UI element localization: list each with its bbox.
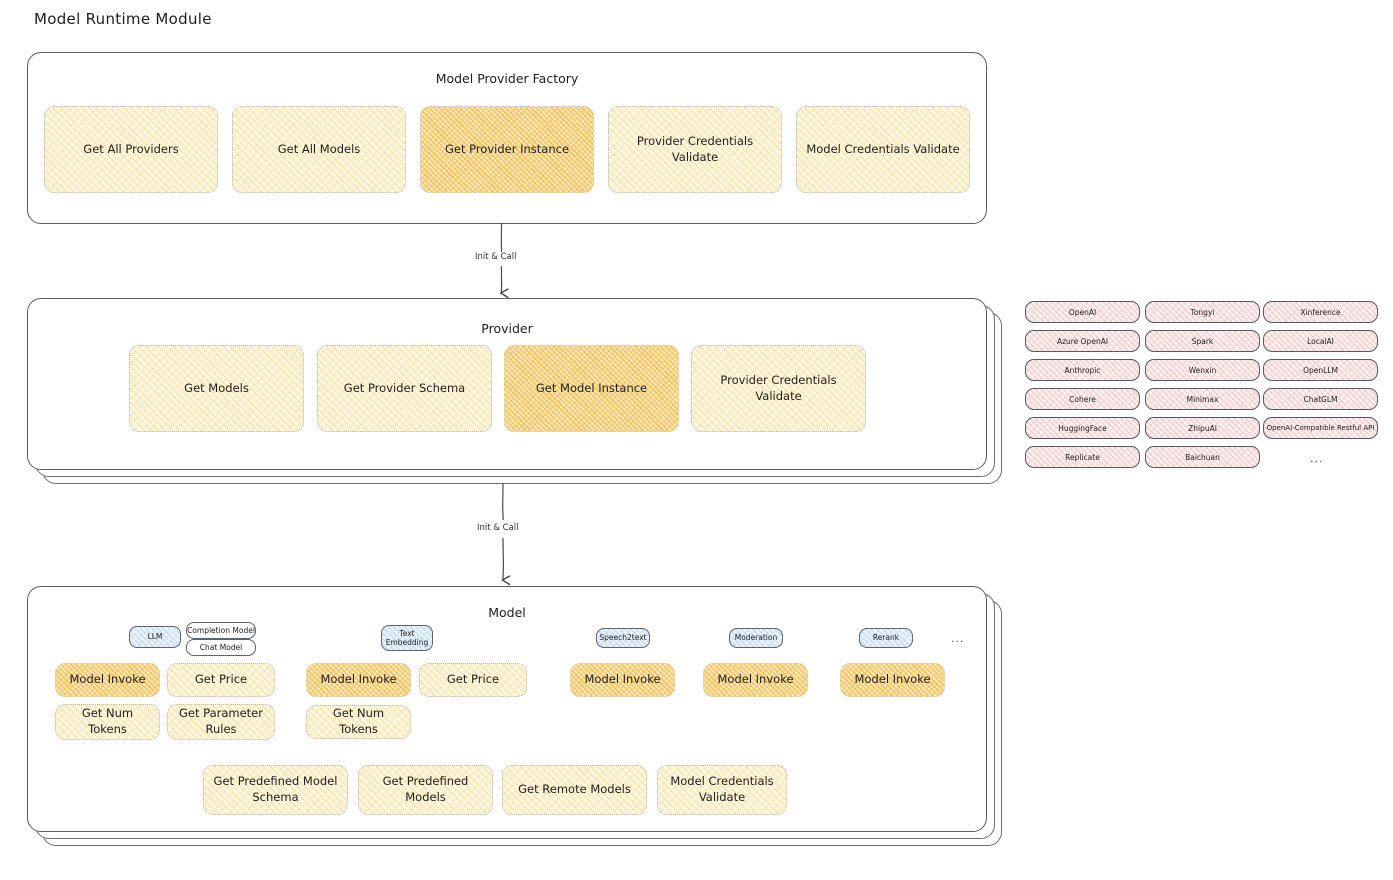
model-type-badge-speech2text[interactable]: Speech2text — [596, 628, 650, 648]
provider-chip-zhipuai[interactable]: ZhipuAI — [1145, 417, 1260, 439]
provider-chip-wenxin[interactable]: Wenxin — [1145, 359, 1260, 381]
provider-box-get-provider-schema[interactable]: Get Provider Schema — [317, 345, 492, 432]
llm-op-get-parameter-rules[interactable]: Get Parameter Rules — [167, 704, 275, 740]
model-type-badge-llm[interactable]: LLM — [129, 626, 181, 648]
provider-chip-huggingface[interactable]: HuggingFace — [1025, 417, 1140, 439]
factory-box-get-all-models[interactable]: Get All Models — [232, 106, 406, 193]
factory-box-get-provider-instance[interactable]: Get Provider Instance — [420, 106, 594, 193]
model-types-more-ellipsis: ... — [951, 632, 965, 645]
llm-op-get-num-tokens[interactable]: Get Num Tokens — [55, 704, 160, 740]
provider-chip-spark[interactable]: Spark — [1145, 330, 1260, 352]
model-subtype-chat-model[interactable]: Chat Model — [186, 639, 256, 656]
model-common-op-get-remote-models[interactable]: Get Remote Models — [502, 765, 647, 815]
page-title: Model Runtime Module — [34, 10, 212, 28]
provider-chip-replicate[interactable]: Replicate — [1025, 446, 1140, 468]
model-common-op-get-predefined-models[interactable]: Get Predefined Models — [358, 765, 493, 815]
connector-label-provider-to-model: Init & Call — [474, 523, 522, 533]
provider-chip-minimax[interactable]: Minimax — [1145, 388, 1260, 410]
provider-chip-openllm[interactable]: OpenLLM — [1263, 359, 1378, 381]
provider-chip-anthropic[interactable]: Anthropic — [1025, 359, 1140, 381]
rerank-op-model-invoke[interactable]: Model Invoke — [840, 663, 945, 697]
provider-chip-openai-compatible-restful-api[interactable]: OpenAI-Compatible Restful API — [1263, 417, 1378, 439]
provider-chip-baichuan[interactable]: Baichuan — [1145, 446, 1260, 468]
moderation-op-model-invoke[interactable]: Model Invoke — [703, 663, 808, 697]
provider-chip-openai[interactable]: OpenAI — [1025, 301, 1140, 323]
provider-box-provider-credentials-validate[interactable]: Provider Credentials Validate — [691, 345, 866, 432]
factory-box-provider-credentials-validate[interactable]: Provider Credentials Validate — [608, 106, 782, 193]
model-common-op-get-predefined-model-schema[interactable]: Get Predefined Model Schema — [203, 765, 348, 815]
provider-list-more-ellipsis: ... — [1310, 452, 1324, 465]
provider-chip-cohere[interactable]: Cohere — [1025, 388, 1140, 410]
provider-box-get-models[interactable]: Get Models — [129, 345, 304, 432]
provider-chip-xinference[interactable]: Xinference — [1263, 301, 1378, 323]
text-embedding-op-get-num-tokens[interactable]: Get Num Tokens — [306, 705, 411, 739]
llm-op-model-invoke[interactable]: Model Invoke — [55, 663, 160, 697]
provider-chip-chatglm[interactable]: ChatGLM — [1263, 388, 1378, 410]
text-embedding-op-model-invoke[interactable]: Model Invoke — [306, 663, 411, 697]
llm-op-get-price[interactable]: Get Price — [167, 663, 275, 697]
model-type-badge-rerank[interactable]: Rerank — [859, 628, 913, 648]
provider-title: Provider — [481, 321, 533, 336]
text-embedding-op-get-price[interactable]: Get Price — [419, 663, 527, 697]
model-common-op-model-credentials-validate[interactable]: Model Credentials Validate — [657, 765, 787, 815]
model-type-badge-text-embedding[interactable]: Text Embedding — [381, 625, 433, 651]
provider-chip-azure-openai[interactable]: Azure OpenAI — [1025, 330, 1140, 352]
connector-label-factory-to-provider: Init & Call — [472, 252, 520, 262]
speech2text-op-model-invoke[interactable]: Model Invoke — [570, 663, 675, 697]
provider-chip-localai[interactable]: LocalAI — [1263, 330, 1378, 352]
provider-chip-tongyi[interactable]: Tongyi — [1145, 301, 1260, 323]
factory-box-model-credentials-validate[interactable]: Model Credentials Validate — [796, 106, 970, 193]
model-subtype-completion-model[interactable]: Completion Model — [186, 622, 256, 639]
model-provider-factory-title: Model Provider Factory — [435, 71, 579, 86]
provider-box-get-model-instance[interactable]: Get Model Instance — [504, 345, 679, 432]
model-title: Model — [488, 605, 526, 620]
model-type-badge-moderation[interactable]: Moderation — [729, 628, 783, 648]
factory-box-get-all-providers[interactable]: Get All Providers — [44, 106, 218, 193]
